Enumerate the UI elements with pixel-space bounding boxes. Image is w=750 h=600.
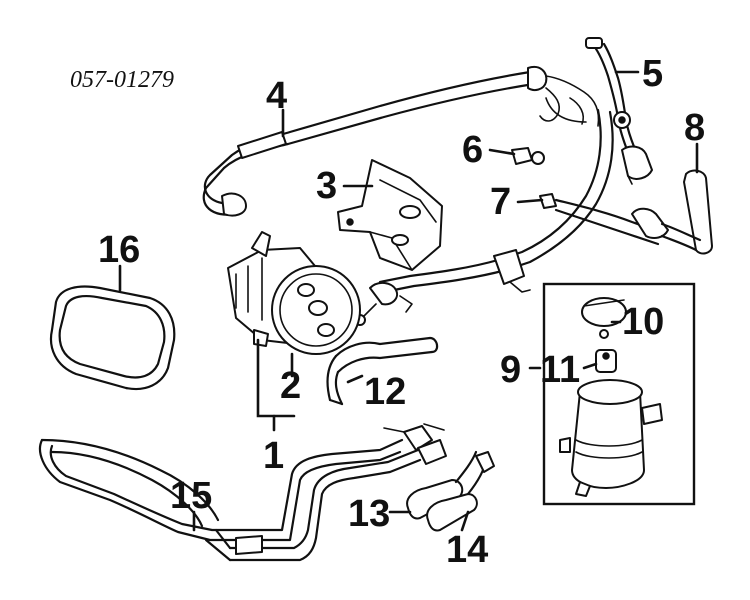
callout-11: 11: [540, 349, 580, 391]
drive-belt-part-16: [49, 285, 176, 391]
callout-6: 6: [462, 129, 483, 171]
hose-part-12: [326, 336, 439, 406]
strainer-part-11: [595, 349, 617, 373]
leader-12: [346, 374, 364, 384]
leader-lines: [118, 70, 699, 532]
fitting-part-6: [511, 147, 545, 165]
leader-11: [582, 362, 598, 370]
callout-4: 4: [266, 75, 287, 117]
callout-8: 8: [684, 107, 705, 149]
reservoir-cap-part-10: [581, 297, 627, 339]
callout-7: 7: [490, 181, 511, 223]
bracket-part-3: [337, 159, 443, 271]
part-code: 057-01279: [70, 67, 174, 93]
callout-15: 15: [170, 475, 212, 517]
line-assembly-part-15: [38, 423, 447, 562]
pipe-part-5: [585, 37, 653, 185]
callout-14: 14: [446, 529, 488, 571]
callout-9: 9: [500, 349, 521, 391]
leader-6: [488, 148, 516, 156]
callout-16: 16: [98, 229, 140, 271]
hose-part-8: [660, 169, 713, 255]
leader-7: [516, 198, 544, 204]
callout-numbers: 4 5 6 7 8 3 16 2 1 12 9 11 10 13 14 15: [98, 53, 705, 571]
callout-5: 5: [642, 53, 663, 95]
fitting-part-7: [539, 193, 669, 246]
leader-14: [460, 510, 470, 532]
pump-part-2: [227, 231, 361, 355]
return-line-pipe: [354, 97, 614, 326]
callout-2: 2: [280, 365, 301, 407]
leader-1-bracket: [256, 338, 296, 418]
callout-12: 12: [364, 371, 406, 413]
hose-part-13: [406, 479, 464, 520]
reservoir-tank: [559, 379, 663, 497]
callout-10: 10: [622, 301, 664, 343]
callout-13: 13: [348, 493, 390, 535]
reservoir-box-part-9: [542, 282, 696, 506]
callout-1: 1: [263, 435, 284, 477]
hose-part-14: [426, 450, 495, 532]
callout-3: 3: [316, 165, 337, 207]
